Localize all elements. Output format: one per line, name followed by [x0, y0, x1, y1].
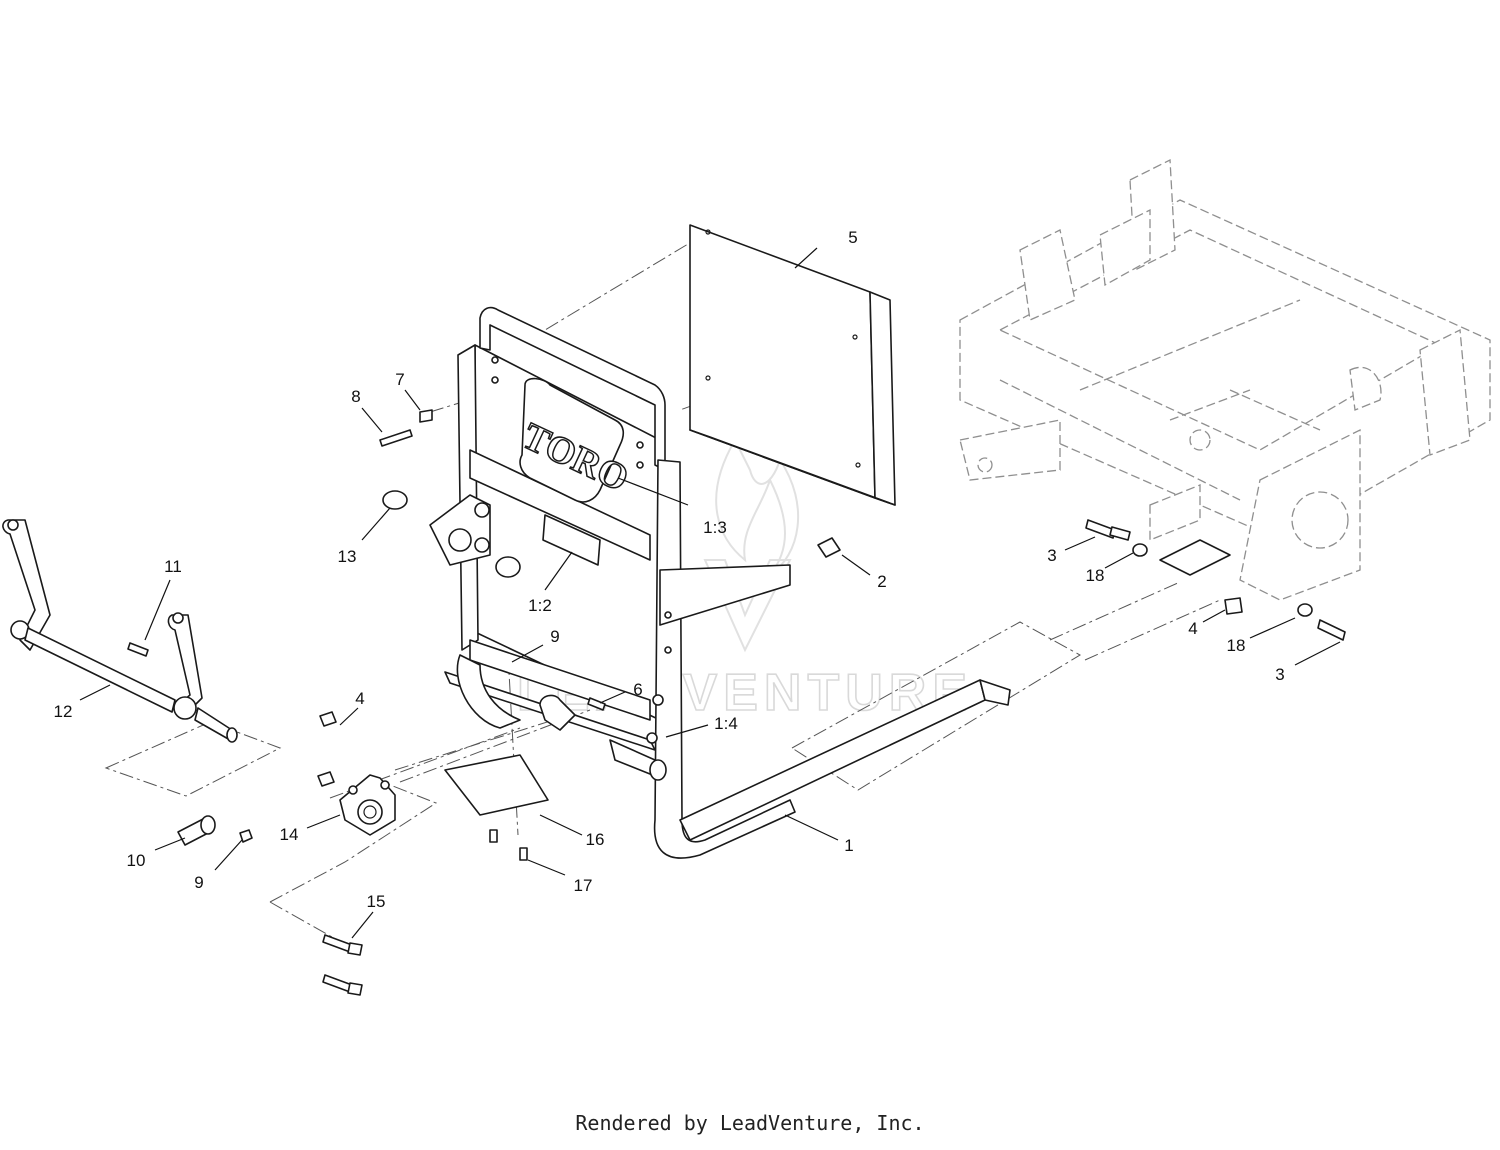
pivot-mount [382, 490, 521, 578]
callout-label: 1 [844, 836, 853, 855]
bolts-15 [322, 934, 363, 996]
callout-label: 18 [1227, 636, 1246, 655]
callout-label: 1:4 [714, 714, 738, 733]
callout-labels: 5 7 8 13 1:3 1:2 2 11 12 9 6 1:4 4 14 10… [54, 228, 1285, 911]
callout-label: 9 [194, 873, 203, 892]
callout-label: 6 [633, 680, 642, 699]
bearing-bracket [317, 711, 396, 836]
callout-label: 1:2 [528, 596, 552, 615]
callout-label: 9 [550, 627, 559, 646]
footer-credit: Rendered by LeadVenture, Inc. [575, 1111, 925, 1135]
callout-label: 13 [338, 547, 357, 566]
callout-label: 5 [848, 228, 857, 247]
callout-label: 4 [1188, 619, 1197, 638]
callout-label: 14 [280, 825, 299, 844]
lever-assembly [2, 519, 253, 846]
seat-frame: TORO [444, 306, 1011, 859]
mower-frame-reference [959, 158, 1491, 601]
callout-label: 11 [164, 557, 182, 576]
callout-label: 7 [395, 370, 404, 389]
seat-pad [689, 224, 896, 506]
callout-label: 16 [586, 830, 605, 849]
leader-lines [79, 247, 1341, 939]
callout-label: 18 [1086, 566, 1105, 585]
callout-label: 4 [355, 689, 364, 708]
mount-hardware [1085, 519, 1346, 641]
callout-label: 15 [367, 892, 386, 911]
callout-label: 8 [351, 387, 360, 406]
callout-label: 3 [1047, 546, 1056, 565]
callout-label: 17 [574, 876, 593, 895]
callout-label: 1:3 [703, 518, 727, 537]
small-parts [379, 409, 841, 861]
callout-label: 10 [127, 851, 146, 870]
callout-label: 12 [54, 702, 73, 721]
callout-label: 3 [1275, 665, 1284, 684]
callout-label: 2 [877, 572, 886, 591]
